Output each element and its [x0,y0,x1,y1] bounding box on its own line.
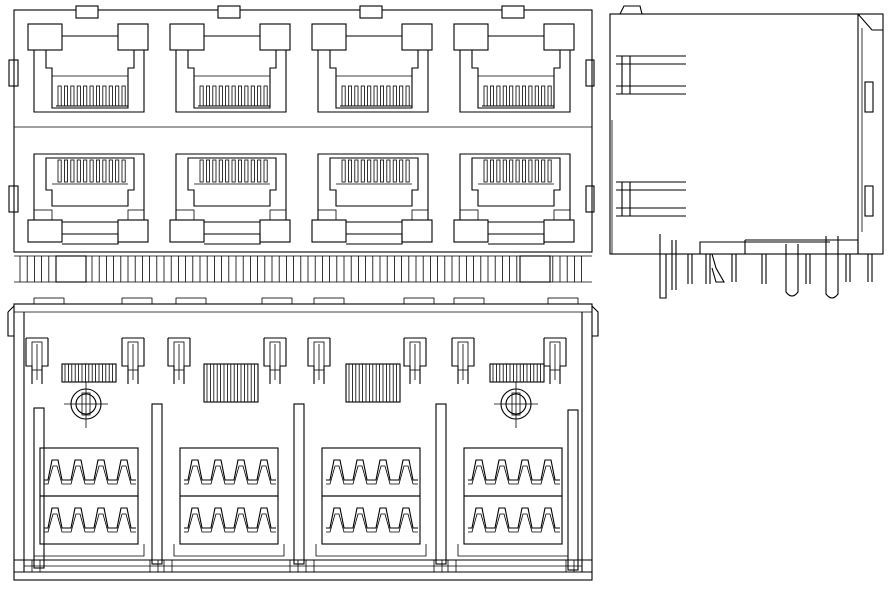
led-window-left [453,219,489,243]
bottom-view [7,297,599,581]
top-edge-tab [403,297,435,305]
led-window-right [401,23,433,51]
port-latch-tab [217,5,241,19]
led-window-right [259,219,291,243]
contact-comb [57,159,126,183]
led-window-left [311,219,347,243]
rj45-port [169,5,291,113]
led-window-left [453,23,489,51]
mounting-post-circle [64,382,108,428]
contact-group [315,447,427,557]
rj45-port [453,153,575,245]
contact-comb [483,85,552,107]
led-window-right [401,219,433,243]
port-latch-tab [359,5,383,19]
hatched-rib [489,363,545,383]
side-housing-outline [609,13,884,255]
side-view [609,5,884,299]
bottom-edge-notches [31,559,575,573]
divider-post [293,403,305,565]
top-edge-tab [175,297,207,305]
rj45-port [169,153,291,245]
top-edge-tab [453,297,485,305]
top-edge-tab [261,297,293,305]
contact-group [173,447,285,557]
rj45-port [27,153,149,245]
top-edge-tab [547,297,579,305]
led-window-right [543,23,575,51]
rj45-port [27,5,149,113]
spring-contacts [184,507,276,529]
led-window-left [27,23,63,51]
top-edge-tab [121,297,153,305]
port-latch-tab [501,5,525,19]
divider-post [33,407,45,569]
contact-comb [483,159,552,183]
led-window-right [117,219,149,243]
mounting-post-circle [494,382,538,428]
contact-comb [199,85,268,107]
front-pin-block-right [519,255,551,283]
front-pin-row [14,255,592,283]
led-pin-pair [25,337,49,384]
contact-comb [199,159,268,183]
rj45-port [311,153,433,245]
spring-contacts [44,459,136,481]
led-window-left [169,219,205,243]
led-window-left [311,23,347,51]
led-window-right [543,219,575,243]
front-pin-block-left [55,255,87,283]
spring-contacts [44,507,136,529]
led-pin-pair [167,337,191,384]
spring-contacts [326,459,418,481]
side-window-bottom [864,185,874,217]
rj45-port [311,5,433,113]
led-pin-pair [307,337,331,384]
contact-comb [341,159,410,183]
top-edge-tab [313,297,345,305]
contact-group [33,447,145,557]
front-housing-outline [13,9,593,253]
spring-contacts [468,459,560,481]
contact-comb [341,85,410,107]
led-pin-pair [121,337,145,384]
front-view [8,5,595,283]
led-window-left [27,219,63,243]
led-pin-pair [543,337,567,384]
hatched-rib [203,363,259,403]
side-window-top [864,81,874,113]
bottom-housing-outline [13,303,593,581]
led-pin-pair [403,337,427,384]
hatched-rib [61,363,117,383]
spring-contacts [326,507,418,529]
led-window-right [259,23,291,51]
contact-comb [57,85,126,107]
side-top-latch [619,5,643,15]
divider-post [567,409,579,571]
spring-contacts [184,459,276,481]
right-tab-top [585,59,595,87]
contact-group [457,447,569,557]
led-pin-pair [263,337,287,384]
right-tab-bottom [585,185,595,213]
led-window-left [169,23,205,51]
rj45-port [453,5,575,113]
led-pin-pair [451,337,475,384]
divider-post [435,403,447,565]
spring-contacts [468,507,560,529]
divider-post [151,403,163,565]
left-tab-top [8,59,19,87]
led-window-right [117,23,149,51]
port-latch-tab [75,5,99,19]
left-tab-bottom [8,185,19,213]
top-edge-tab [33,297,65,305]
hatched-rib [345,363,401,403]
